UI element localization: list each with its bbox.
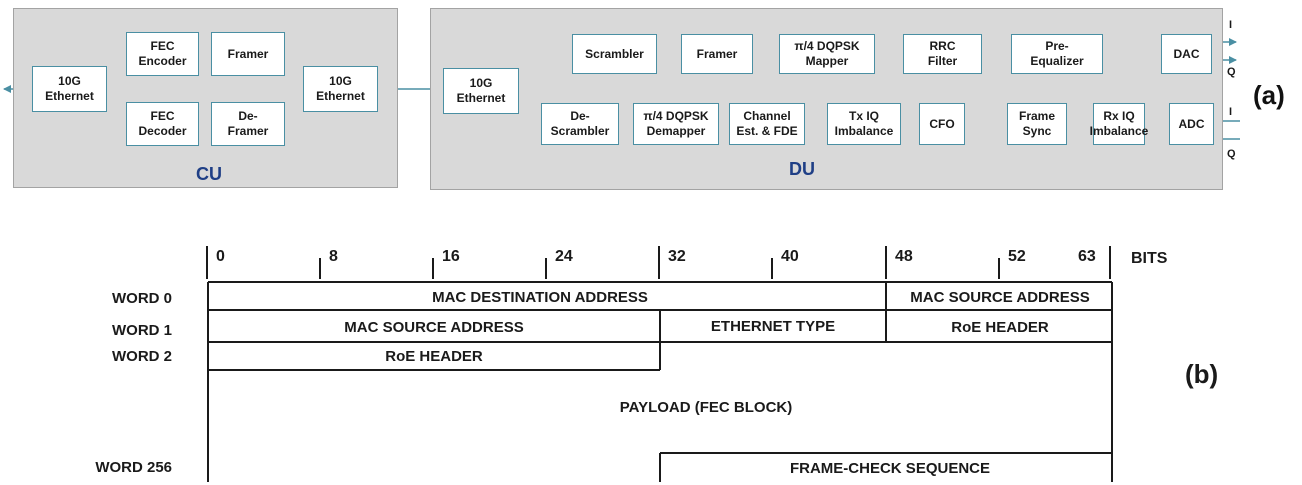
du-pi4-dqpsk-demapper: π/4 DQPSK Demapper xyxy=(633,103,719,145)
word-label-1: WORD 1 xyxy=(112,322,172,339)
part-b-label: (b) xyxy=(1185,359,1218,389)
du-pre-equalizer: Pre- Equalizer xyxy=(1011,34,1103,74)
frame-grid xyxy=(207,281,1113,482)
adc-q-label: Q xyxy=(1227,148,1236,160)
frame-fields: MAC DESTINATION ADDRESS MAC SOURCE ADDRE… xyxy=(344,289,1089,477)
bit-tick-label: 63 xyxy=(1078,248,1096,265)
du-rrc-filter: RRC Filter xyxy=(903,34,982,74)
field-payload: PAYLOAD (FEC BLOCK) xyxy=(620,399,793,416)
du-cfo: CFO xyxy=(919,103,965,145)
cu-10g-ethernet-left: 10G Ethernet xyxy=(32,66,107,112)
field-frame-check-sequence: FRAME-CHECK SEQUENCE xyxy=(790,460,990,477)
du-frame-sync: Frame Sync xyxy=(1007,103,1067,145)
cu-10g-ethernet-right: 10G Ethernet xyxy=(303,66,378,112)
cu-title: CU xyxy=(196,164,222,184)
word-label-256: WORD 256 xyxy=(95,459,172,476)
word-label-2: WORD 2 xyxy=(112,348,172,365)
du-channel-est-fde: Channel Est. & FDE xyxy=(729,103,805,145)
bit-tick-label: 24 xyxy=(555,248,573,265)
field-mac-source-w0: MAC SOURCE ADDRESS xyxy=(910,289,1089,306)
du-title: DU xyxy=(789,159,815,179)
bit-tick-label: 40 xyxy=(781,248,799,265)
bit-axis: 0 8 16 24 32 40 48 52 63 xyxy=(206,246,1111,279)
adc-i-label: I xyxy=(1229,106,1233,118)
du-descrambler: De- Scrambler xyxy=(541,103,619,145)
du-10g-ethernet: 10G Ethernet xyxy=(443,68,519,114)
word-labels: WORD 0 WORD 1 WORD 2 WORD 256 xyxy=(95,290,172,476)
field-ethernet-type: ETHERNET TYPE xyxy=(711,318,835,335)
cu-framer: Framer xyxy=(211,32,285,76)
cu-fec-encoder: FEC Encoder xyxy=(126,32,199,76)
du-scrambler: Scrambler xyxy=(572,34,657,74)
bits-label: BITS xyxy=(1131,250,1168,267)
dac-i-label: I xyxy=(1229,19,1233,31)
cu-deframer: De- Framer xyxy=(211,102,285,146)
bit-tick-label: 16 xyxy=(442,248,460,265)
du-framer: Framer xyxy=(681,34,753,74)
field-roe-header-w2: RoE HEADER xyxy=(385,348,483,365)
field-roe-header-w1: RoE HEADER xyxy=(951,319,1049,336)
word-label-0: WORD 0 xyxy=(112,290,172,307)
dac-q-label: Q xyxy=(1227,66,1236,78)
du-tx-iq-imbalance: Tx IQ Imbalance xyxy=(827,103,901,145)
du-dac: DAC xyxy=(1161,34,1212,74)
cu-fec-decoder: FEC Decoder xyxy=(126,102,199,146)
bit-tick-label: 48 xyxy=(895,248,913,265)
part-a-label: (a) xyxy=(1253,80,1285,110)
field-mac-destination: MAC DESTINATION ADDRESS xyxy=(432,289,648,306)
bit-tick-label: 32 xyxy=(668,248,686,265)
field-mac-source-w1: MAC SOURCE ADDRESS xyxy=(344,319,523,336)
bit-tick-label: 8 xyxy=(329,248,338,265)
bit-tick-label: 0 xyxy=(216,248,225,265)
du-adc: ADC xyxy=(1169,103,1214,145)
bit-tick-label: 52 xyxy=(1008,248,1026,265)
du-rx-iq-imbalance: Rx IQ Imbalance xyxy=(1090,103,1148,145)
du-pi4-dqpsk-mapper: π/4 DQPSK Mapper xyxy=(779,34,875,74)
